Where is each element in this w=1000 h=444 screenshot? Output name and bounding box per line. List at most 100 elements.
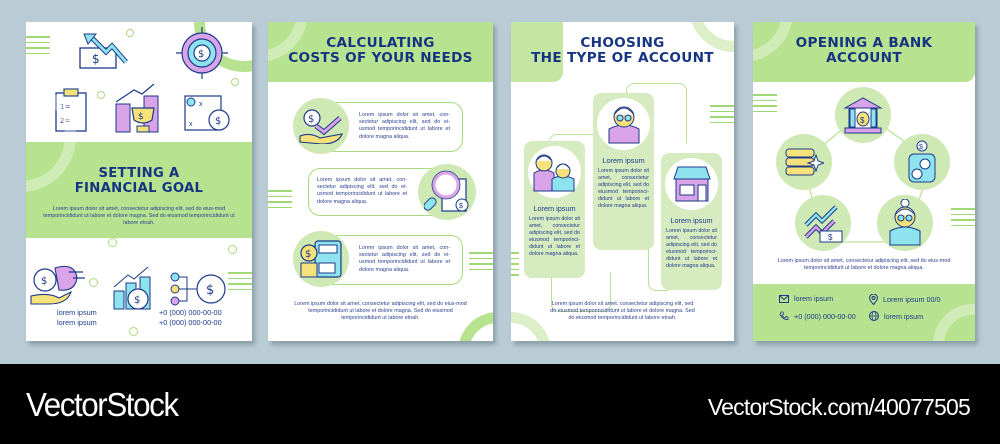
option-heading: Lorem ipsum: [602, 156, 645, 165]
contact-phone[interactable]: +0 (000) 000-00-00: [779, 311, 856, 321]
title-line-2: ACCOUNT: [826, 50, 902, 66]
body-text: Lorem ipsum dolor sit amet, consectetur …: [294, 301, 467, 322]
hand-checkmark-icon: $: [293, 98, 349, 154]
contact-web[interactable]: lorem ipsum: [869, 311, 923, 321]
money-transfer-icon: $: [29, 264, 89, 306]
strategy-icon: x x $: [183, 94, 235, 134]
svg-text:$: $: [198, 49, 204, 60]
decor-ring: [511, 312, 551, 341]
title-band: OPENING A BANK ACCOUNT: [753, 22, 975, 82]
title-line-2: FINANCIAL GOAL: [74, 181, 204, 196]
decor-dot: [126, 29, 134, 37]
web-text: lorem ipsum: [884, 311, 924, 321]
magnifier-bill-icon: $: [418, 164, 476, 220]
brochure-opening-bank-account: OPENING A BANK ACCOUNT $ $ $ Lorem ipsum…: [753, 22, 975, 341]
contact-phone: +0 (000) 000-00-00: [159, 318, 222, 327]
page-title: SETTING A FINANCIAL GOAL: [26, 166, 252, 196]
title-line-1: SETTING A: [98, 166, 180, 181]
decor-dot: [97, 91, 105, 99]
option-text: Lorem ipsum dolor sit amet, consectetur …: [598, 168, 649, 209]
body-text: Lorem ipsum dolor sit amet, consectetur …: [550, 301, 695, 322]
bank-icon: $: [835, 87, 891, 143]
decor-dot: [89, 278, 98, 287]
svg-text:$: $: [215, 116, 221, 127]
page-title: OPENING A BANK ACCOUNT: [753, 36, 975, 66]
email-text: lorem ipsum: [794, 294, 834, 303]
decor-lines: [753, 94, 777, 116]
phone-icon: [779, 311, 789, 320]
title-line-2: COSTS OF YOUR NEEDS: [288, 50, 473, 66]
globe-icon: [869, 311, 879, 321]
decor-ring: [933, 304, 975, 341]
money-growth-icon: $: [78, 32, 134, 70]
decor-lines: [710, 105, 734, 127]
svg-text:x: x: [199, 101, 203, 108]
elderly-person-icon: [597, 98, 650, 150]
svg-text:$: $: [828, 233, 833, 242]
brochure-calculating-costs: CALCULATING COSTS OF YOUR NEEDS Lorem ip…: [268, 22, 493, 341]
svg-text:$: $: [919, 144, 923, 151]
body-text: Lorem ipsum dolor sit amet, consectetur …: [777, 258, 951, 272]
watermark-brand: VectorStock: [26, 386, 179, 423]
location-pin-icon: [869, 294, 878, 305]
svg-text:$: $: [459, 203, 463, 210]
target-icon: $: [176, 27, 228, 79]
money-jar-icon: $: [894, 134, 950, 190]
option-text: Lorem ipsum dolor sit amet, consectetur …: [529, 216, 580, 257]
svg-text:$: $: [305, 249, 311, 260]
svg-text:$: $: [92, 52, 100, 66]
svg-text:x: x: [189, 121, 193, 128]
decor-lines: [268, 190, 292, 212]
item-text: Lorem ipsum dolor sit amet, con-sectetur…: [359, 245, 450, 273]
contact-phones: +0 (000) 000-00-00 +0 (000) 000-00-00: [159, 308, 222, 328]
connector: [551, 272, 611, 312]
calculator-coins-icon: $: [293, 231, 349, 287]
decor-block: [511, 22, 563, 82]
decor-dot: [129, 327, 138, 336]
item-text: Lorem ipsum dolor sit amet, con-sectetur…: [359, 112, 450, 140]
title-line-1: OPENING A BANK: [795, 35, 933, 51]
contact-labels: lorem ipsum lorem ipsum: [57, 308, 97, 328]
title-band: SETTING A FINANCIAL GOAL Lorem ipsum dol…: [26, 82, 252, 238]
shop-icon: [665, 158, 718, 210]
watermark-id: VectorStock.com/40077505: [707, 394, 971, 420]
stock-chart-icon: $: [795, 195, 851, 251]
option-text: Lorem ipsum dolor sit amet, consectetur …: [666, 228, 717, 269]
svg-text:$: $: [41, 276, 47, 287]
item-text: Lorem ipsum dolor sit amet, con-sectetur…: [317, 177, 407, 205]
elderly-woman-icon: [877, 195, 933, 251]
svg-text:$: $: [138, 112, 144, 122]
svg-text:$: $: [308, 114, 314, 125]
option-heading: Lorem ipsum: [670, 216, 713, 225]
contact-address[interactable]: Lorem ipsum 00/0: [869, 294, 941, 305]
svg-text:$: $: [134, 295, 140, 306]
trophy-icon: $: [114, 84, 170, 134]
option-heading: Lorem ipsum: [533, 204, 576, 213]
page-title: CHOOSING THE TYPE OF ACCOUNT: [511, 36, 734, 66]
coins-stack-icon: [776, 134, 832, 190]
svg-text:$: $: [206, 283, 214, 298]
title-band: CALCULATING COSTS OF YOUR NEEDS: [268, 22, 493, 82]
decor-lines: [228, 272, 252, 294]
title-line-2: THE TYPE OF ACCOUNT: [531, 50, 714, 66]
address-text: Lorem ipsum 00/0: [883, 295, 941, 304]
page-title: CALCULATING COSTS OF YOUR NEEDS: [268, 36, 493, 66]
watermark-bar: VectorStock VectorStock.com/40077505: [0, 364, 1000, 444]
account-option: Lorem ipsum Lorem ipsum dolor sit amet, …: [661, 153, 722, 290]
envelope-icon: [779, 294, 789, 303]
brochure-choosing-account-type: CHOOSING THE TYPE OF ACCOUNT Lorem ipsum…: [511, 22, 734, 341]
decor-dot: [108, 238, 117, 247]
phone-text: +0 (000) 000-00-00: [794, 311, 856, 321]
decor-dot: [231, 78, 239, 86]
connector: [648, 247, 668, 291]
contact-label: lorem ipsum: [57, 318, 97, 327]
elderly-couple-icon: [528, 146, 581, 198]
title-line-1: CALCULATING: [326, 35, 435, 51]
contact-phone: +0 (000) 000-00-00: [159, 308, 222, 317]
contact-email[interactable]: lorem ipsum: [779, 294, 833, 303]
investment-chart-icon: $: [112, 265, 156, 311]
body-text: Lorem ipsum dolor sit amet, consectetur …: [43, 206, 235, 227]
svg-text:$: $: [860, 116, 865, 125]
account-option: Lorem ipsum Lorem ipsum dolor sit amet, …: [524, 141, 585, 278]
